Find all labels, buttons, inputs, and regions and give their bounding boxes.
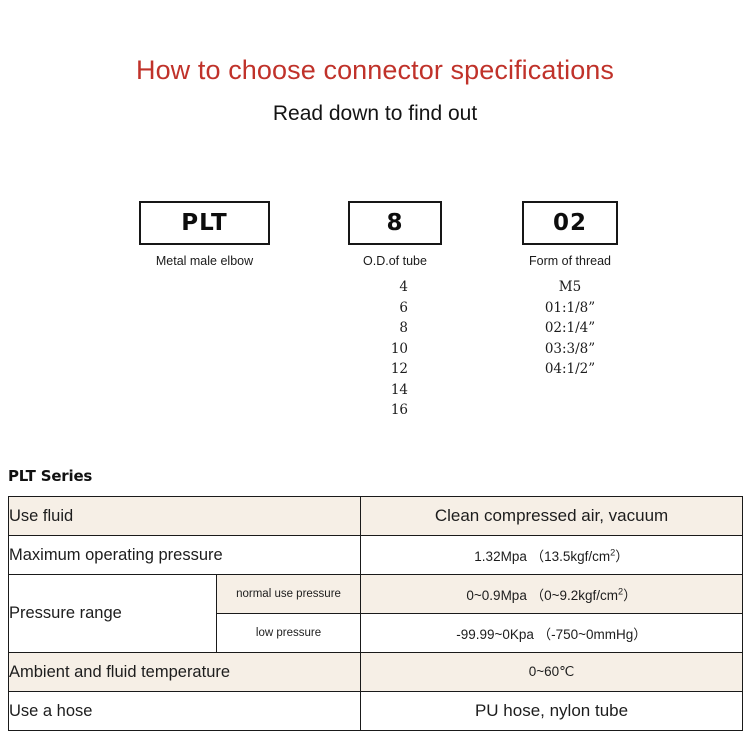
code-box-thread-value: 02	[552, 210, 587, 236]
option-item[interactable]: M5	[558, 279, 582, 295]
spec-value-cell: Clean compressed air, vacuum	[360, 496, 744, 536]
spec-value-cell: PU hose, nylon tube	[360, 691, 744, 731]
spec-label-cell: Use a hose	[7, 691, 362, 731]
option-item[interactable]: 10	[390, 340, 408, 357]
spec-label-cell: Ambient and fluid temperature	[7, 652, 362, 692]
option-list-thread: M5 01:1/8” 02:1/4” 03:3/8” 04:1/2”	[495, 277, 645, 380]
spec-sublabel-cell: low pressure	[215, 613, 362, 653]
code-box-tube-od-value: 8	[386, 210, 404, 236]
page-subtitle: Read down to find out	[272, 102, 478, 125]
spec-label-cell: Pressure range	[8, 574, 217, 653]
spec-value-cell: 1.32Mpa （13.5kgf/cm2）	[360, 535, 744, 575]
spec-label-cell: Use fluid	[7, 496, 362, 536]
code-caption-tube-od: O.D.of tube	[363, 254, 427, 268]
option-item[interactable]: 12	[390, 361, 408, 377]
option-item[interactable]: 02:1/4”	[544, 320, 596, 336]
option-item[interactable]: 03:3/8”	[544, 340, 596, 357]
code-caption-prefix: Metal male elbow	[155, 254, 254, 268]
option-item[interactable]: 01:1/8”	[544, 299, 596, 316]
code-box-prefix[interactable]: PLT	[139, 201, 270, 245]
option-list-tube-od: 4 6 8 10 12 14 16	[338, 277, 408, 421]
spec-sublabel-cell: normal use pressure	[215, 574, 362, 614]
table-row: low pressure-99.99~0Kpa （-750~0mmHg）	[9, 613, 744, 653]
option-item[interactable]: 14	[390, 381, 408, 398]
code-group-thread: 02 Form of thread M5 01:1/8” 02:1/4” 03:3/8…	[522, 201, 618, 380]
code-box-thread[interactable]: 02	[522, 201, 618, 245]
code-group-prefix: PLT Metal male elbow	[139, 201, 270, 268]
spec-label-cell: Maximum operating pressure	[7, 535, 362, 575]
code-group-tube-od: 8 O.D.of tube 4 6 8 10 12 14 16	[348, 201, 442, 421]
option-item[interactable]: 04:1/2”	[544, 361, 596, 377]
code-caption-thread: Form of thread	[529, 254, 611, 268]
spec-value-cell: 0~0.9Mpa （0~9.2kgf/cm2）	[360, 574, 744, 614]
series-label: PLT Series	[8, 467, 93, 485]
option-item[interactable]: 6	[399, 299, 408, 316]
option-item[interactable]: 8	[399, 320, 408, 336]
page-title: How to choose connector specifications	[135, 55, 615, 85]
spec-value-cell: 0~60℃	[360, 652, 744, 692]
code-box-prefix-value: PLT	[181, 210, 228, 236]
option-item[interactable]: 4	[399, 279, 408, 295]
option-item[interactable]: 16	[390, 402, 408, 418]
code-box-tube-od[interactable]: 8	[348, 201, 442, 245]
spec-value-cell: -99.99~0Kpa （-750~0mmHg）	[360, 613, 744, 653]
